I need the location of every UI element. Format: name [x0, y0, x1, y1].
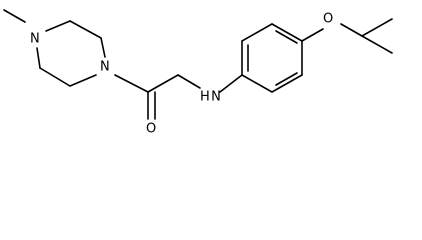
atom-n-amide: N [100, 60, 110, 75]
bond-nh-ring [219, 74, 243, 93]
bond-carbonyl-ch2 [147, 74, 179, 93]
bond-methyl [3, 9, 26, 23]
bond-ar-2 [241, 23, 273, 42]
bond-ipr-up [361, 18, 393, 37]
bond-ar-5 [271, 74, 303, 93]
bond-n-carbonyl [114, 74, 149, 93]
bond-pip-4 [69, 74, 97, 87]
piperazine-ring [36, 20, 106, 87]
bond-o-ch [340, 23, 363, 37]
atom-o-ether: O [323, 12, 333, 27]
bond-pip-2 [69, 20, 102, 39]
atom-n-methyl: N [30, 32, 40, 47]
bond-pip-1 [45, 20, 71, 32]
bond-pip-6 [36, 47, 41, 69]
atom-nh: H N [200, 90, 221, 105]
bond-pip-3 [100, 37, 106, 58]
bond-ar-6 [241, 74, 273, 93]
bond-ipr-down [361, 35, 393, 54]
benzene-ring [241, 23, 303, 93]
bond-ar-inner-2 [275, 30, 298, 44]
bond-pip-5 [39, 67, 71, 87]
bond-ar-inner-3 [275, 72, 298, 86]
bond-ring-o [301, 28, 324, 42]
atom-o-carbonyl: O [146, 122, 156, 137]
bond-ar-3 [271, 23, 303, 42]
chemical-structure: N N O H N O [3, 9, 393, 137]
bond-ch2-nh [177, 74, 201, 89]
